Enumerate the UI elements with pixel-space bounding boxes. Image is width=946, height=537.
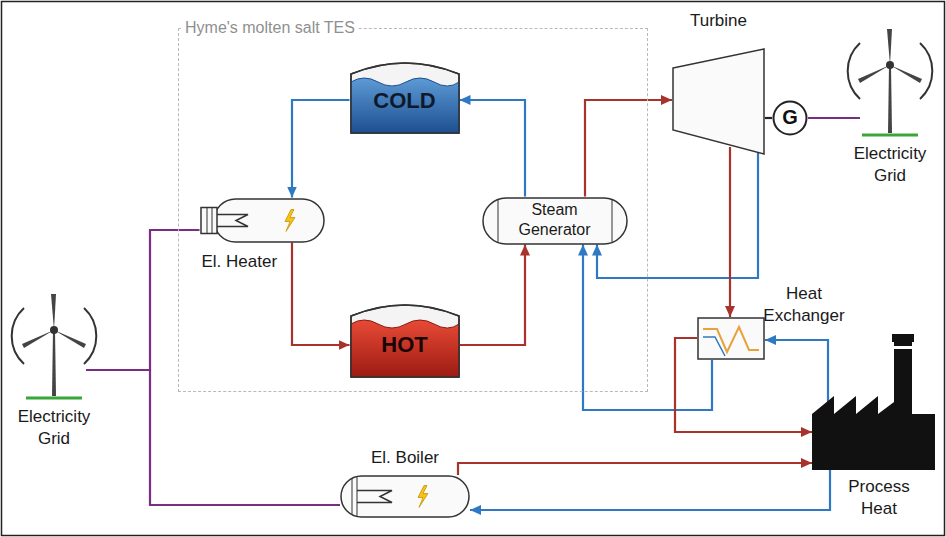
- component-label: El. Boiler: [340, 447, 470, 468]
- electric-heater: El. Heater: [200, 198, 325, 243]
- steam-turbine-shape: [672, 48, 765, 155]
- electricity-grid-icon: Electricity Grid: [852, 25, 928, 139]
- electricity-grid-icon-shape: [852, 25, 928, 139]
- heat-exchanger-shape: [697, 317, 765, 360]
- grid-label: Electricity Grid: [4, 406, 104, 450]
- electric-boiler: El. Boiler: [340, 475, 470, 518]
- electricity-grid-icon-shape: [16, 290, 92, 402]
- flow-connector: [765, 117, 772, 119]
- electric-heater-shape: [200, 198, 325, 243]
- flow-connector: [460, 245, 526, 346]
- flow-connector: [808, 117, 860, 119]
- flow-connector: [460, 100, 526, 197]
- component-label: Turbine: [662, 10, 775, 31]
- hot-tank: HOT: [350, 300, 460, 378]
- tank-label: HOT: [350, 334, 460, 355]
- component-label: Heat Exchanger: [759, 283, 849, 327]
- component-label: Steam Generator: [500, 200, 610, 240]
- flow-connector: [470, 470, 830, 510]
- electric-boiler-shape: [340, 475, 470, 518]
- flow-connector: [585, 100, 672, 197]
- flow-connector: [765, 340, 828, 402]
- flow-connector: [729, 147, 731, 317]
- flow-connector: [292, 100, 350, 198]
- component-label: Process Heat: [836, 476, 922, 520]
- electricity-grid-icon: Electricity Grid: [16, 290, 92, 402]
- flow-connector: [458, 463, 812, 475]
- generator-circle: G: [772, 100, 808, 136]
- tank-label: COLD: [350, 90, 460, 111]
- region-title: Hyme's molten salt TES: [183, 17, 357, 38]
- grid-label: Electricity Grid: [840, 143, 940, 187]
- heat-exchanger: Heat Exchanger: [697, 317, 765, 360]
- factory-icon-shape: [812, 392, 935, 470]
- steam-turbine: Turbine: [672, 48, 765, 155]
- flow-connector: [292, 243, 350, 346]
- generator-letter: G: [772, 107, 808, 128]
- tes-region: Hyme's molten salt TESCOLDEl. HeaterHOTS…: [178, 28, 648, 392]
- component-label: El. Heater: [202, 251, 278, 272]
- flow-connector: [86, 230, 200, 370]
- factory-icon: Process Heat: [812, 392, 935, 470]
- cold-tank: COLD: [350, 58, 460, 134]
- steam-generator: Steam Generator: [482, 197, 628, 245]
